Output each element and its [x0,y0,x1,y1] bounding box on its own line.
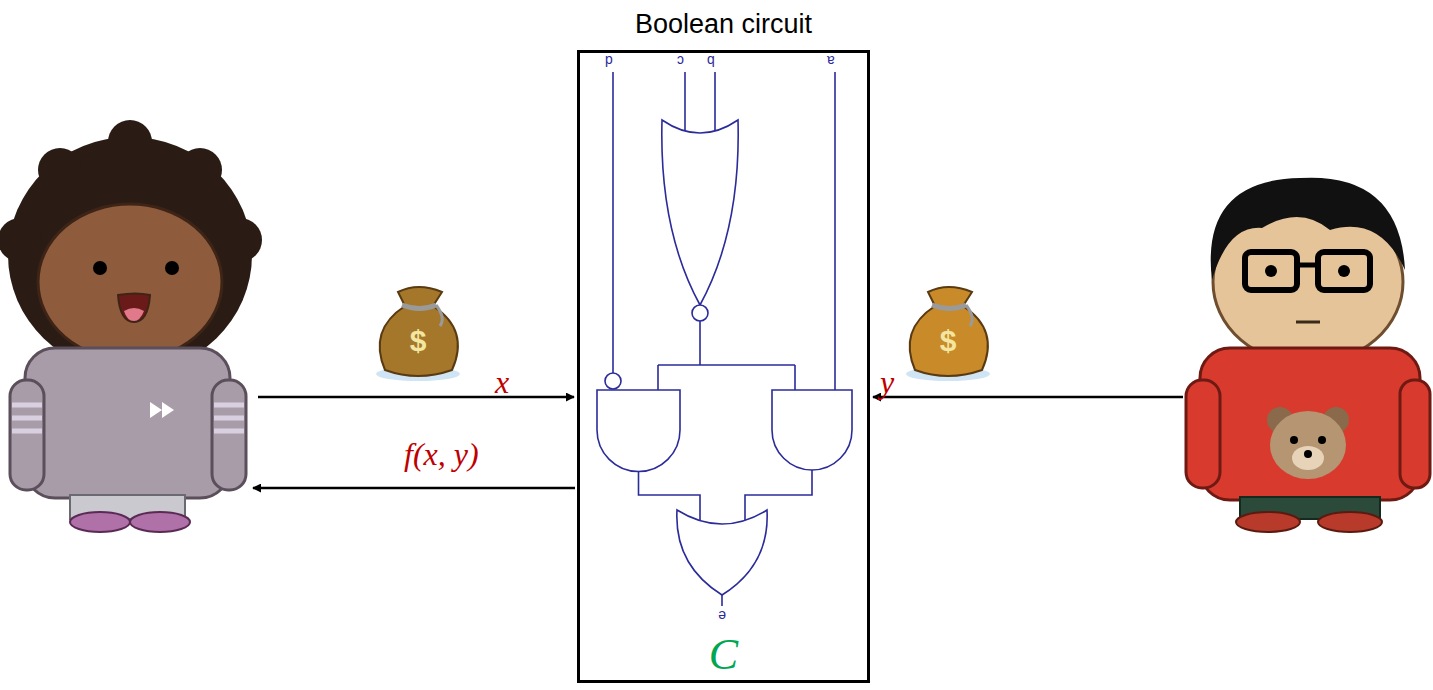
boy-figure [1318,436,1326,444]
logic-circuit [605,373,621,389]
input-variable: x [495,366,509,398]
logic-circuit [685,72,715,133]
boy-figure [1186,178,1430,532]
money-bag [932,305,966,309]
input-variable: y [880,366,894,398]
girl-figure [118,294,150,323]
boy-figure [1318,512,1382,532]
boy-figure [1292,446,1324,470]
boy-figure [1200,348,1420,500]
girl-figure [10,380,44,490]
circuit-name: C [709,633,738,677]
logic-circuit [658,321,795,390]
node-heading: Boolean circuit [635,9,812,40]
girl-figure [38,204,222,360]
girl-figure [93,261,107,275]
girl-figure [178,148,222,192]
boy-figure [1211,178,1405,280]
money-bag [966,305,972,326]
girl-figure [25,348,230,498]
girl-figure [70,512,130,532]
girl-figure [165,261,179,275]
boy-figure [1296,321,1320,324]
logic-circuit [662,120,738,305]
boy-figure [1304,450,1312,458]
boy-figure [1186,380,1220,488]
signal-name: b [707,54,715,68]
girl-figure [108,120,152,164]
logic-circuit [772,390,852,470]
girl-figure [0,120,262,532]
bag-symbol: $ [940,326,957,356]
boy-figure [1290,436,1298,444]
boy-figure [1400,380,1430,488]
signal-name: d [605,54,613,68]
money-bag [402,305,436,309]
money-bag [376,287,460,381]
signal-name: a [827,54,835,68]
boy-figure [1236,512,1300,532]
logic-circuit [834,72,836,390]
girl-figure [8,137,252,373]
logic-circuit [597,72,852,606]
signal-name: c [677,54,684,68]
signal-name: e [718,609,726,623]
girl-figure [212,380,246,490]
circuit-box: Boolean circuitC [577,50,870,683]
girl-figure [218,218,262,262]
logic-circuit [612,72,614,373]
girl-figure [38,148,82,192]
boy-figure [1245,252,1297,290]
girl-figure [12,405,244,431]
boy-figure [1265,265,1277,277]
flow-arrow [253,487,575,490]
girl-figure [0,218,42,262]
girl-figure [150,402,174,418]
boy-figure [1318,252,1370,290]
flow-arrow [873,396,1183,399]
money-bag [436,305,442,326]
boy-figure [1270,411,1346,479]
money-bag [910,287,988,376]
logic-circuit [639,470,813,522]
logic-circuit [597,390,680,472]
logic-circuit [692,305,708,321]
money-bag [906,287,990,381]
logic-circuit [721,595,723,606]
flow-arrow [253,397,1183,488]
girl-figure [130,512,190,532]
bag-symbol: $ [410,326,427,356]
boy-figure [1297,263,1318,268]
output-function: f(x, y) [404,438,479,470]
girl-figure [124,308,144,321]
boy-figure [1338,265,1350,277]
money-bag [380,287,458,376]
logic-circuit [677,510,767,595]
flow-arrow [258,396,574,399]
